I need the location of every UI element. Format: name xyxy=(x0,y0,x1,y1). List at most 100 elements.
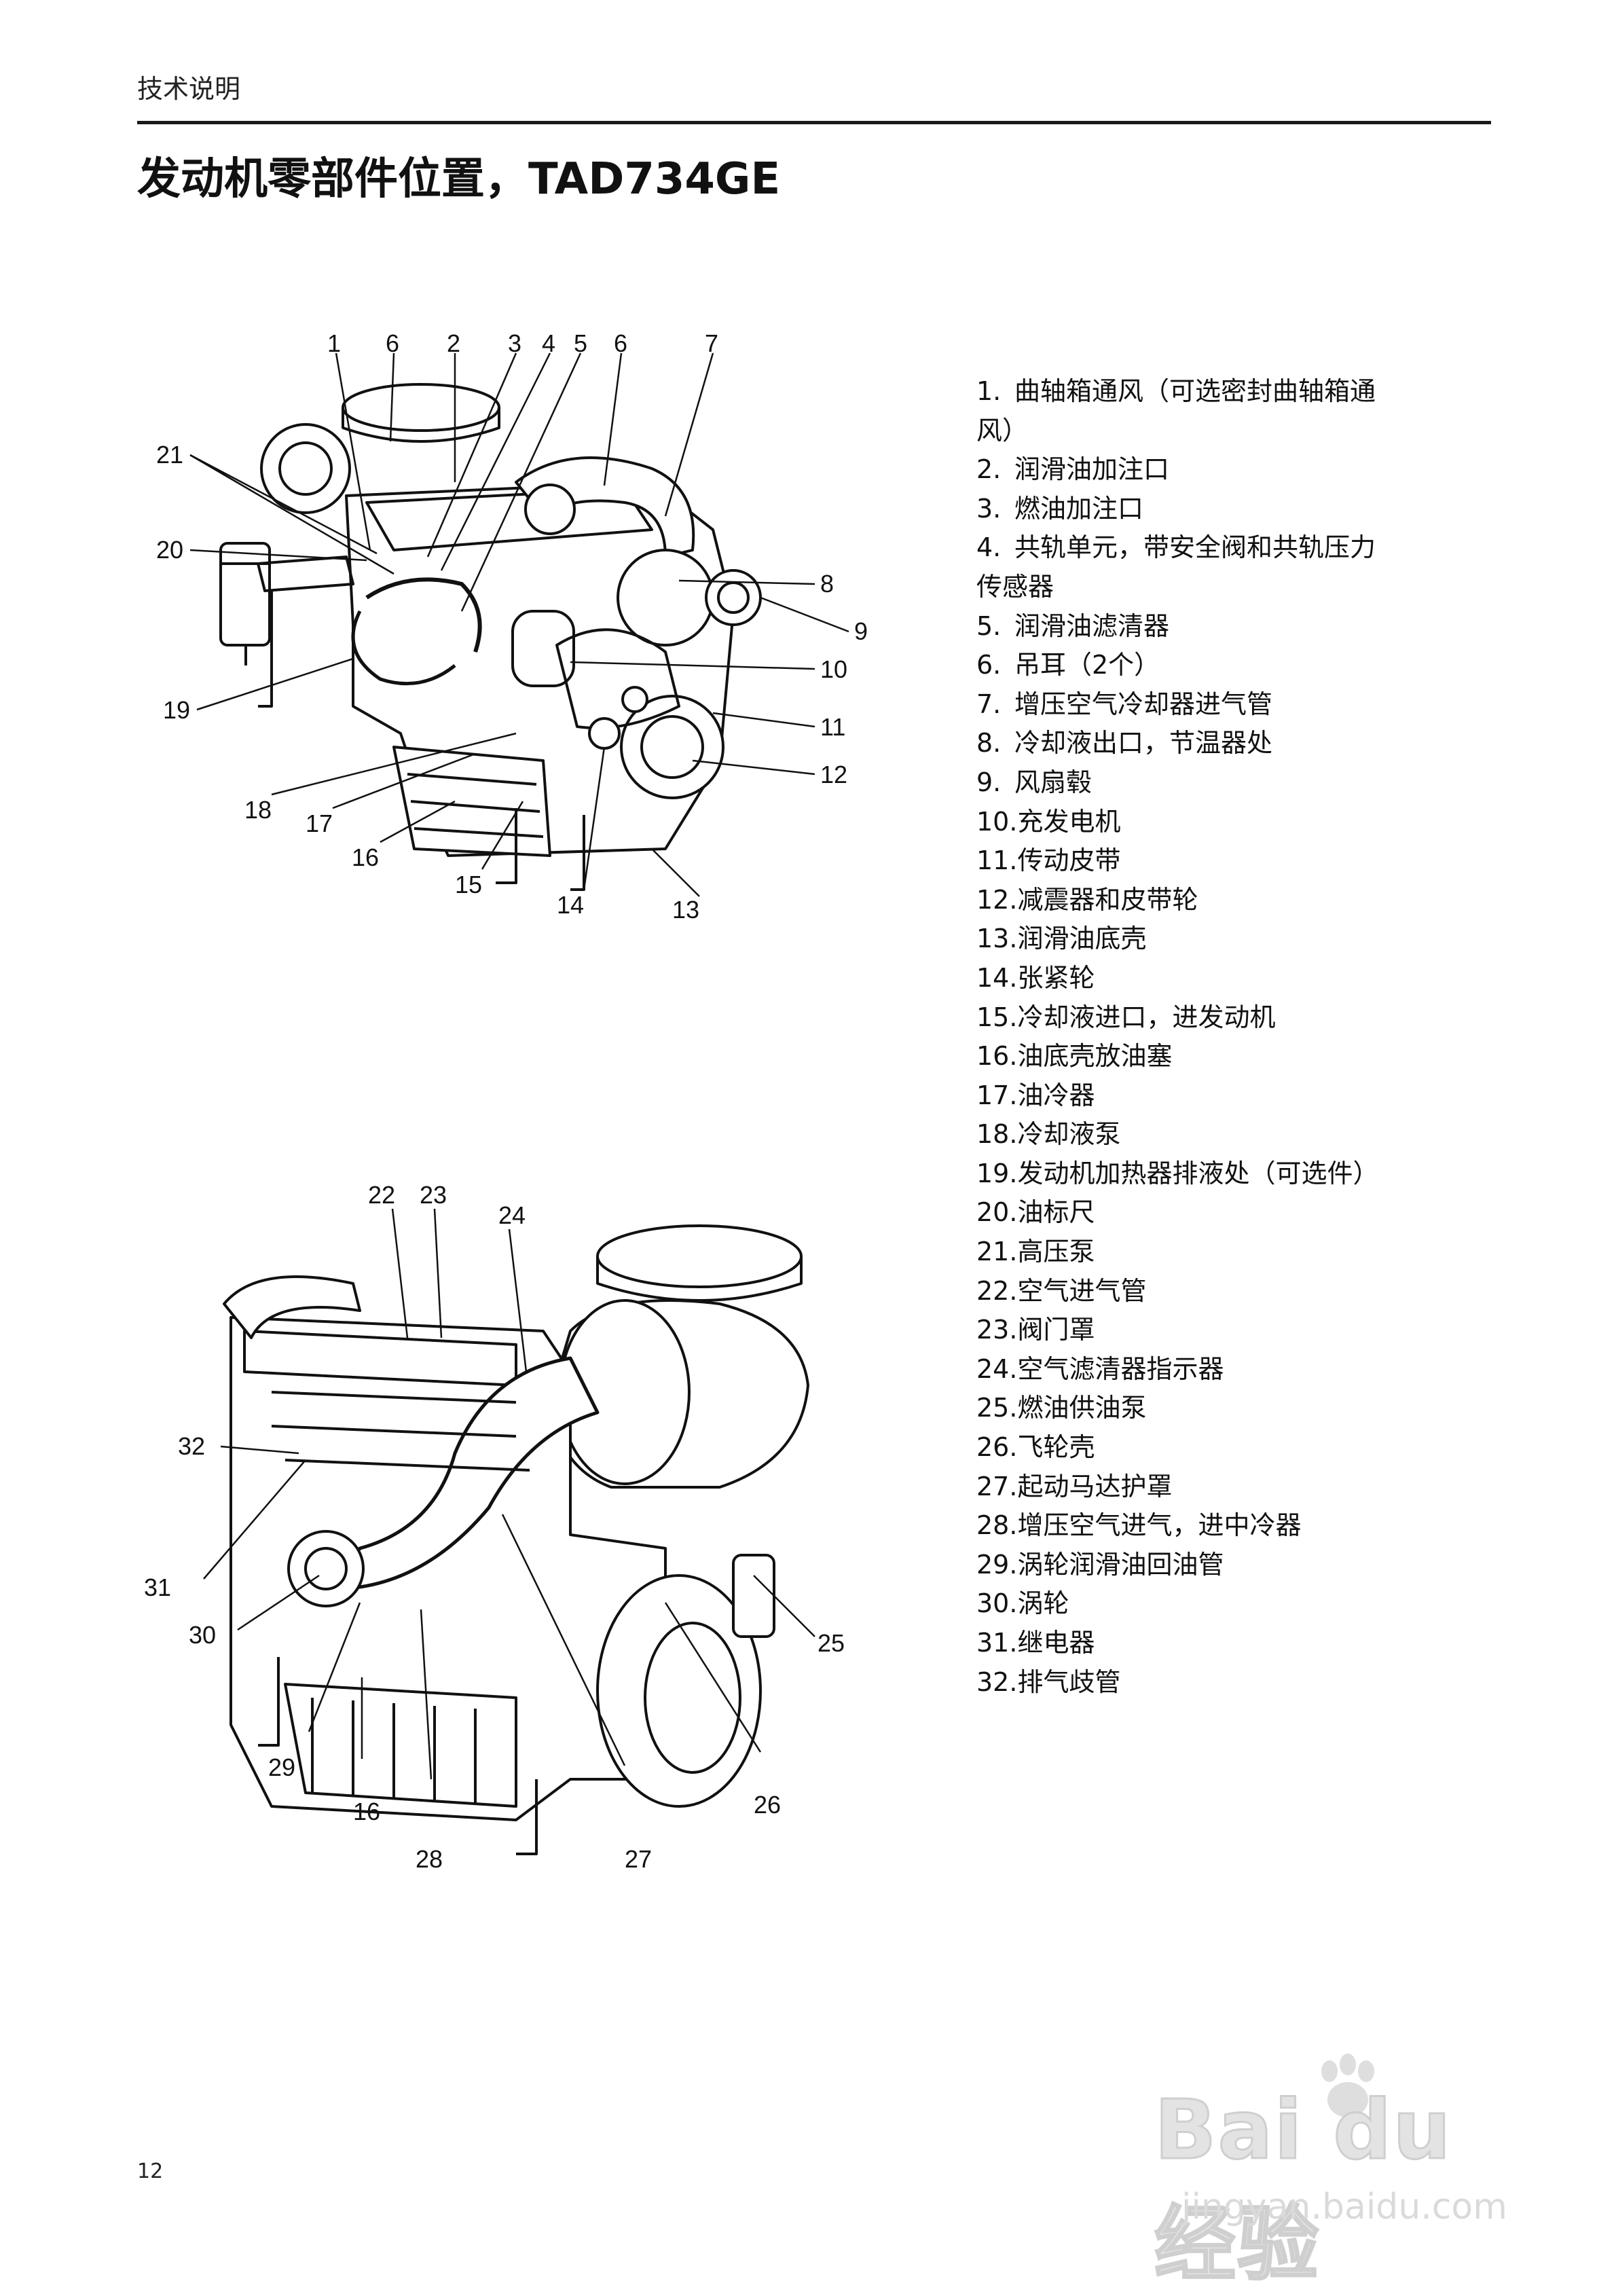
legend-number: 4. xyxy=(976,532,1002,563)
legend-text: 传动皮带 xyxy=(1017,845,1121,876)
legend-item: 9. 风扇毂 xyxy=(976,763,1465,803)
header-rule xyxy=(137,121,1491,124)
baidu-watermark: Bai du 经验 jingyan.baidu.com xyxy=(1154,2051,1535,2293)
legend-item: 28.增压空气进气，进中冷器 xyxy=(976,1506,1465,1546)
legend-number: 24. xyxy=(976,1353,1018,1384)
legend-item: 27.起动马达护罩 xyxy=(976,1468,1465,1507)
legend-text: 空气进气管 xyxy=(1017,1275,1147,1306)
legend-text: 吊耳（2个） xyxy=(1014,650,1160,680)
callout-labels-top: 1 6 2 3 4 5 6 7 21 20 8 9 10 11 19 18 17… xyxy=(156,329,868,924)
legend-item: 5. 润滑油滤清器 xyxy=(976,607,1465,646)
legend-number: 3. xyxy=(976,493,1002,524)
legend-text: 减震器和皮带轮 xyxy=(1017,884,1198,915)
callout-20: 20 xyxy=(156,536,183,564)
legend-text: 油底壳放油塞 xyxy=(1017,1041,1173,1072)
legend-text: 冷却液进口，进发动机 xyxy=(1017,1002,1276,1032)
callout-26: 26 xyxy=(754,1791,781,1819)
legend-text: 润滑油滤清器 xyxy=(1014,611,1170,641)
legend-number: 6. xyxy=(976,650,1002,680)
callout-19: 19 xyxy=(163,696,190,724)
legend-item: 14.张紧轮 xyxy=(976,959,1465,998)
callout-7: 7 xyxy=(705,329,718,357)
engine-rear-drawing xyxy=(223,1224,809,1855)
legend-text: 润滑油底壳 xyxy=(1017,924,1147,954)
legend-item: 16.油底壳放油塞 xyxy=(976,1037,1465,1076)
legend-text: 充发电机 xyxy=(1017,806,1121,837)
legend-text: 共轨单元，带安全阀和共轨压力 xyxy=(1014,532,1376,563)
legend-text: 起动马达护罩 xyxy=(1017,1471,1173,1501)
legend-text: 阀门罩 xyxy=(1017,1315,1095,1345)
legend-item: 26.飞轮壳 xyxy=(976,1428,1465,1468)
legend-item: 24.空气滤清器指示器 xyxy=(976,1350,1465,1389)
legend-text: 涡轮 xyxy=(1017,1588,1069,1619)
legend-number: 29. xyxy=(976,1549,1018,1580)
callout-10: 10 xyxy=(820,655,847,683)
legend-number: 27. xyxy=(976,1471,1018,1501)
legend-item: 15.冷却液进口，进发动机 xyxy=(976,998,1465,1038)
section-label: 技术说明 xyxy=(137,74,241,104)
legend-item: 传感器 xyxy=(976,568,1465,607)
legend-item: 10.充发电机 xyxy=(976,803,1465,842)
legend-number: 32. xyxy=(976,1666,1018,1697)
legend-number: 5. xyxy=(976,611,1002,641)
legend-number: 2. xyxy=(976,454,1002,485)
legend-item: 4. 共轨单元，带安全阀和共轨压力 xyxy=(976,528,1465,568)
callout-24: 24 xyxy=(498,1201,526,1229)
legend-number: 11. xyxy=(976,845,1018,876)
legend-item: 2. 润滑油加注口 xyxy=(976,450,1465,490)
legend-number: 10. xyxy=(976,806,1018,837)
legend-text: 风） xyxy=(976,415,1029,445)
legend-text: 涡轮润滑油回油管 xyxy=(1017,1549,1224,1580)
legend-text: 风扇毂 xyxy=(1014,767,1092,797)
legend-item: 8.冷却液出口，节温器处 xyxy=(976,724,1465,763)
legend-number: 12. xyxy=(976,884,1018,915)
legend-text: 曲轴箱通风（可选密封曲轴箱通 xyxy=(1014,376,1376,406)
paw-icon xyxy=(1321,2054,1374,2117)
legend-number: 14. xyxy=(976,962,1018,993)
callout-9: 9 xyxy=(854,617,868,645)
legend-item: 22.空气进气管 xyxy=(976,1272,1465,1311)
callout-16-rear: 16 xyxy=(353,1798,380,1825)
watermark-brand: Bai du 经验 xyxy=(1154,2083,1452,2293)
callout-leaders-bottom xyxy=(203,1208,815,1780)
legend-text: 润滑油加注口 xyxy=(1014,454,1170,485)
callout-6a: 6 xyxy=(386,329,399,357)
legend-text: 燃油供油泵 xyxy=(1017,1393,1147,1423)
legend-item: 32.排气歧管 xyxy=(976,1663,1465,1702)
legend-item: 7.增压空气冷却器进气管 xyxy=(976,685,1465,725)
legend-item: 30.涡轮 xyxy=(976,1584,1465,1624)
callout-1: 1 xyxy=(327,329,341,357)
legend-item: 11.传动皮带 xyxy=(976,841,1465,881)
legend-text: 继电器 xyxy=(1017,1628,1095,1658)
callout-22: 22 xyxy=(368,1181,395,1209)
legend-number: 16. xyxy=(976,1041,1018,1072)
callout-25: 25 xyxy=(818,1629,845,1657)
callout-8: 8 xyxy=(820,570,834,598)
legend-number: 15. xyxy=(976,1002,1018,1032)
legend-item: 25.燃油供油泵 xyxy=(976,1389,1465,1428)
legend-item: 31.继电器 xyxy=(976,1624,1465,1663)
legend-number: 28. xyxy=(976,1510,1018,1541)
legend-number: 30. xyxy=(976,1588,1018,1619)
legend-number: 9. xyxy=(976,767,1002,797)
callout-11: 11 xyxy=(820,713,845,741)
engine-rear-svg: 22 23 24 32 31 30 25 29 16 28 27 26 xyxy=(144,1181,845,1873)
legend-number: 22. xyxy=(976,1275,1018,1306)
callout-18: 18 xyxy=(244,796,272,824)
legend-text: 油冷器 xyxy=(1017,1080,1095,1110)
legend-item: 3.燃油加注口 xyxy=(976,490,1465,529)
legend-number: 23. xyxy=(976,1315,1018,1345)
callout-27: 27 xyxy=(625,1845,652,1873)
legend-text: 冷却液出口，节温器处 xyxy=(1014,728,1273,759)
legend-item: 12.减震器和皮带轮 xyxy=(976,881,1465,920)
legend-item: 1.曲轴箱通风（可选密封曲轴箱通 xyxy=(976,372,1465,412)
legend-text: 高压泵 xyxy=(1017,1237,1095,1267)
callout-17: 17 xyxy=(306,809,333,837)
legend-item: 6. 吊耳（2个） xyxy=(976,646,1465,685)
page-number: 12 xyxy=(137,2160,164,2183)
watermark-url: jingyan.baidu.com xyxy=(1181,2187,1507,2227)
legend-item: 29.涡轮润滑油回油管 xyxy=(976,1546,1465,1585)
legend-number: 20. xyxy=(976,1197,1018,1228)
callout-16: 16 xyxy=(352,843,379,871)
